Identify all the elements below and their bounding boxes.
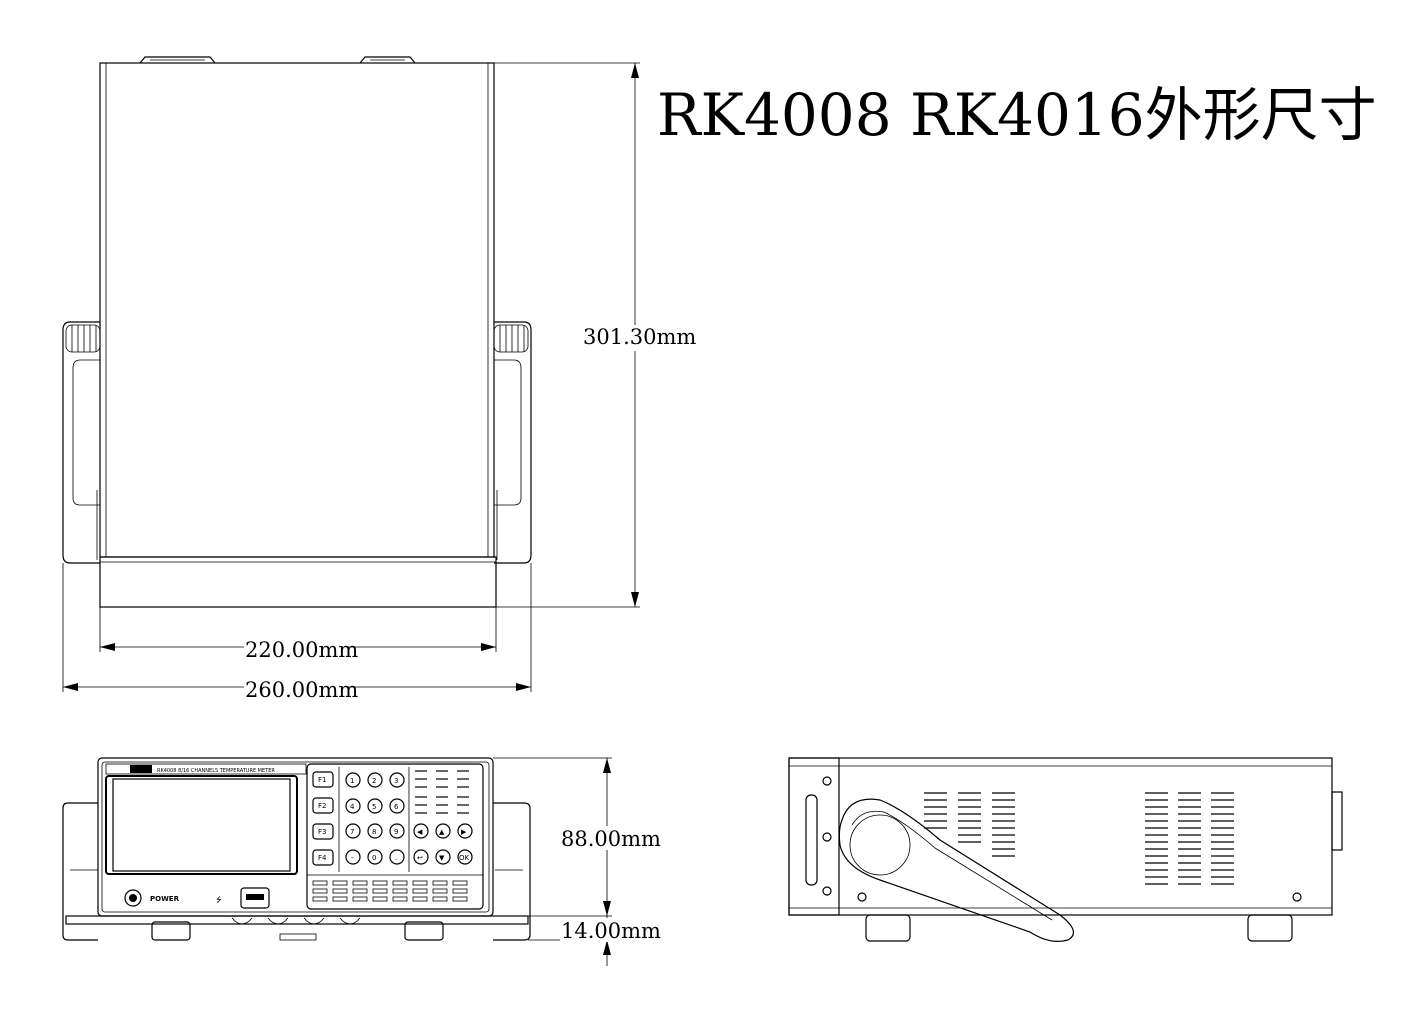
lcd-screen [112, 778, 291, 872]
side-rear-connector [1331, 791, 1343, 851]
front-view: RK4008 8/16 CHANNELS TEMPERATURE METER F… [62, 757, 661, 966]
dim-depth: 301.30mm [494, 62, 696, 608]
dim-outer-width: 260.00mm [62, 563, 532, 702]
key-dot[interactable] [389, 849, 405, 865]
svg-text:5: 5 [372, 803, 376, 811]
svg-text:↩: ↩ [417, 854, 423, 862]
key-up[interactable] [435, 823, 451, 839]
key-4[interactable] [345, 798, 361, 814]
front-bezel-top [99, 556, 497, 608]
svg-text:2: 2 [372, 777, 376, 785]
key-9[interactable] [389, 823, 405, 839]
key-3[interactable] [389, 772, 405, 788]
handle-right [493, 321, 532, 564]
lcd-frame [105, 775, 298, 875]
key-f1[interactable] [312, 771, 334, 788]
side-chassis [788, 757, 1333, 916]
key-down[interactable] [435, 849, 451, 865]
key-ok[interactable] [457, 849, 473, 865]
model-text: RK4008 8/16 CHANNELS TEMPERATURE METER [157, 768, 275, 774]
front-handle-right [493, 802, 531, 941]
usb-port[interactable] [240, 887, 270, 909]
keypad-frame [306, 763, 484, 910]
key-1[interactable] [345, 772, 361, 788]
front-foot-right [404, 921, 444, 941]
svg-text:▼: ▼ [439, 854, 445, 862]
key-8[interactable] [367, 823, 383, 839]
top-body [99, 62, 495, 558]
depth-label: 301.30mm [583, 325, 696, 349]
numeric-keys: 1 2 3 4 5 6 7 8 9 - 0 . [345, 772, 405, 865]
svg-text:F3: F3 [318, 828, 326, 836]
side-view [788, 757, 1343, 942]
vent-group-right [1145, 792, 1234, 885]
key-f2[interactable] [312, 797, 334, 814]
svg-text:◀: ◀ [417, 828, 423, 836]
svg-text:0: 0 [372, 854, 376, 862]
svg-text:6: 6 [394, 803, 399, 811]
svg-text:7: 7 [350, 828, 354, 836]
side-foot-rear [1247, 914, 1293, 942]
key-0[interactable] [367, 849, 383, 865]
handle-left [62, 321, 101, 564]
svg-text:F2: F2 [318, 802, 326, 810]
front-foot-left [151, 921, 191, 941]
key-minus[interactable] [345, 849, 361, 865]
function-keys: F1 F2 F3 F4 [312, 771, 334, 866]
svg-text:F4: F4 [318, 854, 327, 862]
height-label: 88.00mm [561, 827, 661, 851]
key-5[interactable] [367, 798, 383, 814]
svg-text:F1: F1 [318, 776, 326, 784]
svg-text:▲: ▲ [439, 828, 445, 836]
front-chassis [97, 757, 494, 917]
inner-width-label: 220.00mm [245, 638, 358, 662]
side-handle [838, 798, 1075, 942]
svg-text:4: 4 [350, 803, 355, 811]
svg-text:9: 9 [394, 828, 398, 836]
usb-icon: ⭍ [216, 896, 222, 904]
outer-width-label: 260.00mm [245, 678, 358, 702]
dim-foot-height: 14.00mm [528, 916, 661, 966]
svg-text:OK: OK [459, 854, 470, 862]
svg-text:1: 1 [350, 777, 354, 785]
key-6[interactable] [389, 798, 405, 814]
key-f3[interactable] [312, 823, 334, 840]
rear-connector-right [359, 56, 416, 64]
vent-group-left [924, 792, 1015, 857]
rear-connector-left [139, 56, 216, 64]
power-label: POWER [150, 895, 180, 903]
key-right[interactable] [457, 823, 473, 839]
indicator-dashes [415, 770, 469, 814]
svg-text:-: - [351, 854, 354, 862]
brand-logo [130, 765, 152, 773]
side-foot-front [865, 914, 911, 942]
foot-height-label: 14.00mm [561, 919, 661, 943]
drawing-title: RK4008 RK4016外形尺寸 [657, 81, 1377, 149]
key-2[interactable] [367, 772, 383, 788]
power-button[interactable] [124, 889, 142, 907]
key-7[interactable] [345, 823, 361, 839]
svg-text:▶: ▶ [461, 828, 467, 836]
svg-text:8: 8 [372, 828, 376, 836]
power-icon [129, 894, 137, 902]
key-left[interactable] [413, 823, 429, 839]
side-slot [805, 794, 818, 886]
top-view: 301.30mm 220.00mm 260.00mm [62, 56, 696, 702]
terminal-slots [312, 880, 468, 902]
dim-height: 88.00mm [493, 757, 661, 917]
key-enter[interactable] [413, 849, 429, 865]
svg-text:.: . [395, 854, 397, 862]
navigation-keys: ◀ ▲ ▶ ↩ ▼ OK [413, 823, 473, 865]
key-f4[interactable] [312, 849, 334, 866]
dim-inner-width: 220.00mm [99, 607, 497, 662]
svg-text:3: 3 [394, 777, 398, 785]
front-handle-left [62, 802, 98, 941]
